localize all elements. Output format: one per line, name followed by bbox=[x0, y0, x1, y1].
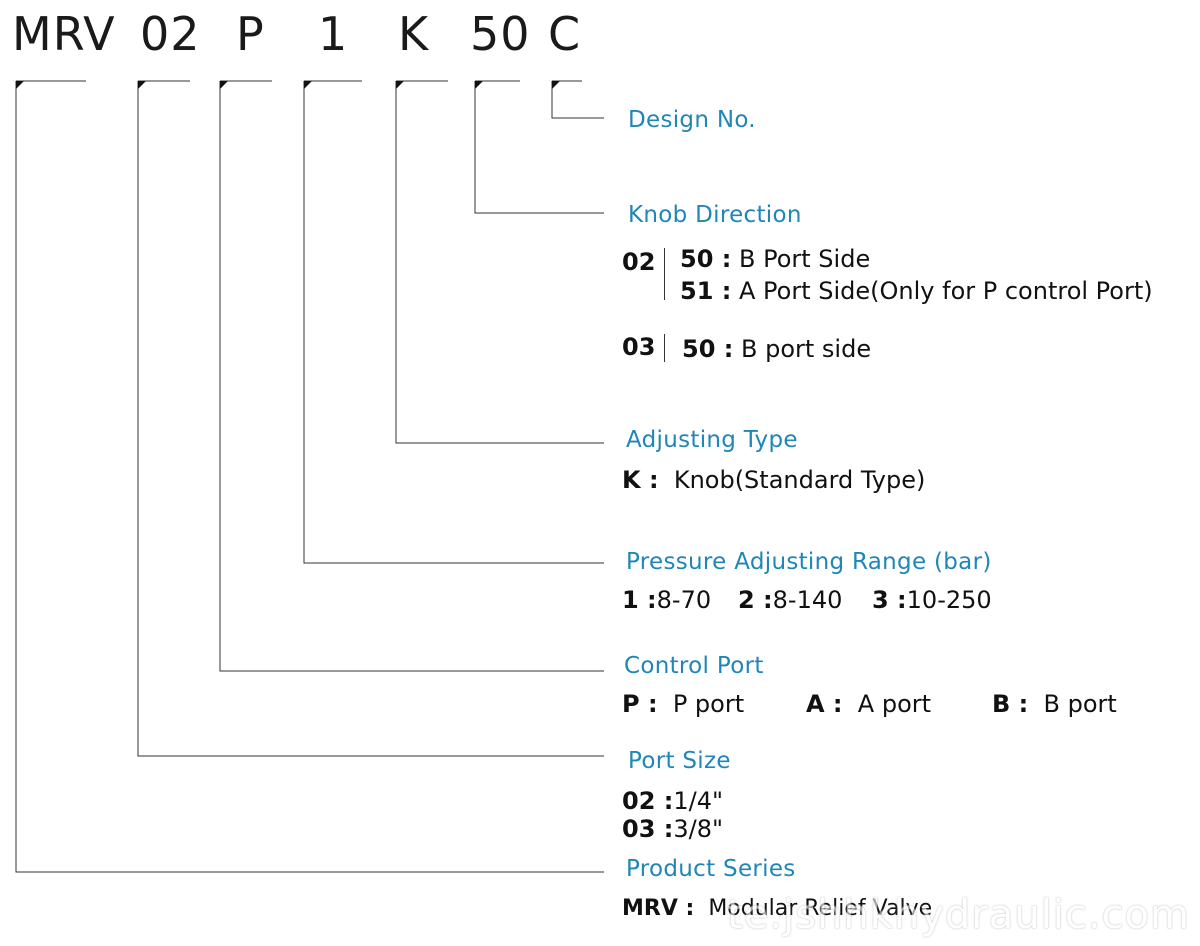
code-port-size: 02 bbox=[140, 7, 201, 61]
knob-group-02-bar bbox=[664, 248, 665, 300]
port-size-option-03: 03 :3/8" bbox=[622, 815, 724, 843]
code-knob-direction: 50 bbox=[470, 7, 531, 61]
pressure-option-3: 3 :10-250 bbox=[872, 586, 992, 614]
adjusting-type-heading: Adjusting Type bbox=[626, 427, 798, 453]
knob-group-02-code: 02 bbox=[622, 248, 656, 276]
port-size-option-02: 02 :1/4" bbox=[622, 787, 724, 815]
pressure-option-1: 1 :8-70 bbox=[622, 586, 712, 614]
knob-option-51: 51 : A Port Side(Only for P control Port… bbox=[680, 277, 1153, 305]
code-pressure-range: 1 bbox=[318, 7, 349, 61]
code-design-no: C bbox=[548, 7, 582, 61]
adjusting-option-k: K : Knob(Standard Type) bbox=[622, 466, 926, 494]
code-series: MRV bbox=[12, 7, 116, 61]
pressure-range-heading: Pressure Adjusting Range (bar) bbox=[626, 549, 992, 575]
knob-option-03-50: 50 : B port side bbox=[682, 335, 872, 363]
knob-direction-heading: Knob Direction bbox=[628, 202, 802, 228]
pressure-option-2: 2 :8-140 bbox=[738, 586, 843, 614]
knob-group-03-code: 03 bbox=[622, 333, 656, 361]
code-adjusting-type: K bbox=[398, 7, 430, 61]
knob-group-03-bar bbox=[664, 334, 665, 362]
control-option-p: P : P port bbox=[622, 690, 745, 718]
knob-option-50: 50 : B Port Side bbox=[680, 245, 871, 273]
watermark: te.jshhkhydraulic.com bbox=[727, 892, 1190, 938]
control-option-a: A : A port bbox=[806, 690, 932, 718]
code-control-port: P bbox=[236, 7, 265, 61]
port-size-heading: Port Size bbox=[628, 748, 731, 774]
product-series-option-mrv: MRV : Modular Relief Valve bbox=[622, 896, 933, 921]
product-series-heading: Product Series bbox=[626, 856, 796, 882]
control-option-b: B : B port bbox=[992, 690, 1117, 718]
control-port-heading: Control Port bbox=[624, 653, 764, 679]
design-no-heading: Design No. bbox=[628, 107, 756, 133]
